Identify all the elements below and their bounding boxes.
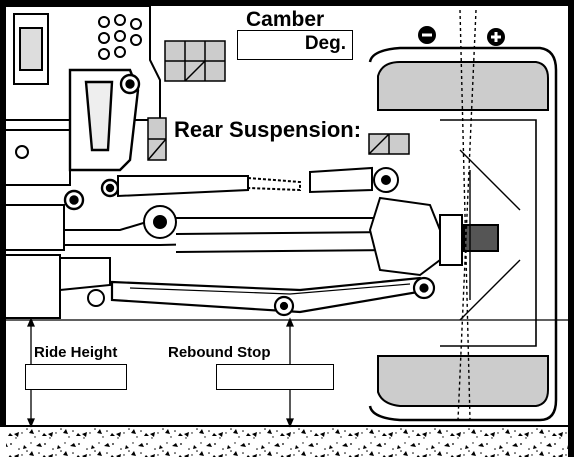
camber-title: Camber xyxy=(246,8,325,31)
lower-arm xyxy=(110,276,436,317)
shock-tower xyxy=(63,68,141,211)
rear-suspension-title: Rear Suspension: xyxy=(174,117,362,142)
camber-minus-icon xyxy=(418,26,436,44)
shim-grid-large xyxy=(164,40,226,82)
drive-shaft xyxy=(143,196,499,277)
ride-height-label: Ride Height xyxy=(34,344,118,361)
camber-reference-lines xyxy=(457,9,477,421)
rebound-stop-input[interactable] xyxy=(217,365,333,389)
ride-height-input-box[interactable] xyxy=(25,364,127,390)
rebound-stop-label: Rebound Stop xyxy=(168,344,271,361)
rear-wheel xyxy=(368,46,558,422)
camber-value-box[interactable]: Deg. xyxy=(237,30,353,60)
shim-grid-small-left xyxy=(147,117,167,161)
shim-grid-small-right xyxy=(368,133,410,155)
ground-surface xyxy=(0,425,574,457)
camber-unit: Deg. xyxy=(304,33,346,54)
rebound-stop-input-box[interactable] xyxy=(216,364,334,390)
chassis xyxy=(6,5,574,321)
ride-height-input[interactable] xyxy=(26,365,126,389)
camber-link xyxy=(117,166,399,198)
camber-plus-icon xyxy=(487,28,505,46)
